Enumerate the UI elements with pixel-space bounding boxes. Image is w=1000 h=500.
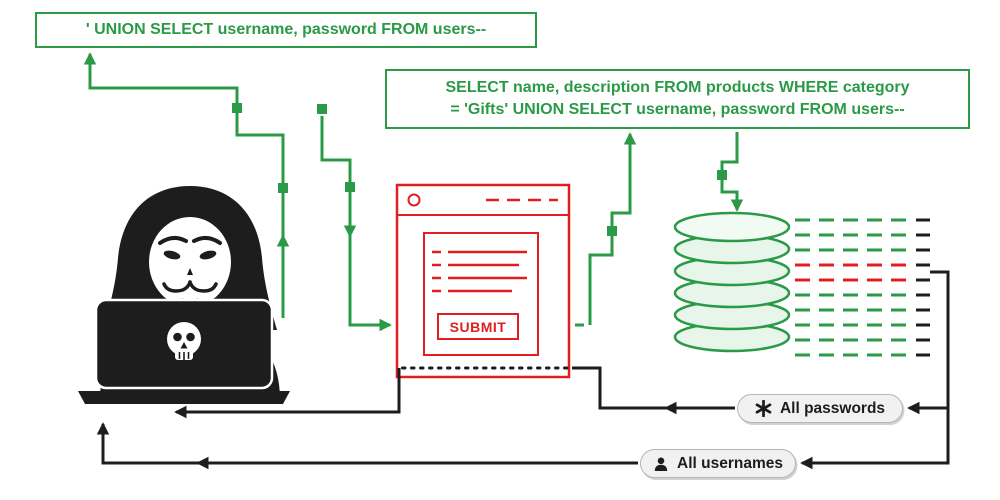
skull-icon (167, 322, 201, 360)
injected-payload-box: ' UNION SELECT username, password FROM u… (35, 12, 537, 48)
asterisk-icon (755, 400, 772, 417)
database-icon (673, 211, 791, 353)
hacker-icon (78, 186, 290, 404)
mask-left-eye (163, 250, 181, 260)
arrow-usernames-to-hacker (96, 422, 198, 465)
arrow-browser-to-hacker (174, 368, 401, 419)
node-square (345, 182, 355, 192)
all-passwords-label: All passwords (779, 399, 886, 417)
all-usernames-badge: All usernames (640, 449, 796, 478)
node-square (607, 226, 617, 236)
browser-window-illustration (395, 183, 571, 379)
skull-cranium (167, 322, 201, 356)
mask-left-brow (158, 236, 188, 245)
all-usernames-label: All usernames (677, 454, 783, 472)
browser-record-icon (407, 193, 421, 207)
arrow-db-to-usernames (800, 408, 950, 470)
all-passwords-badge: All passwords (737, 394, 903, 423)
mask-right-brow (192, 236, 222, 245)
arrow-db-to-passwords (907, 270, 950, 415)
laptop-base (78, 391, 290, 404)
server-query-line2: = 'Gifts' UNION SELECT username, passwor… (450, 101, 905, 118)
mask-mustache-left (162, 280, 192, 293)
injected-payload-text: ' UNION SELECT username, password FROM u… (85, 21, 487, 39)
arrow-payload-down (320, 116, 357, 238)
server-query-box: SELECT name, description FROM products W… (385, 69, 970, 129)
mask-right-eye (199, 250, 217, 260)
submit-label: SUBMIT (449, 318, 507, 335)
mask-mustache-right (188, 280, 218, 293)
node-square (317, 104, 327, 114)
user-icon (654, 457, 668, 471)
flow-node-squares (232, 103, 727, 236)
submit-button: SUBMIT (437, 313, 519, 340)
line-passwords-to-browser (572, 366, 666, 410)
skull-right-eye (186, 332, 195, 342)
skull-left-eye (173, 332, 182, 342)
data-return-arrows (96, 270, 950, 470)
mask-nose (187, 268, 193, 275)
form-text-lines (432, 250, 527, 293)
server-query-line1: SELECT name, description FROM products W… (445, 79, 910, 97)
stolen-credential-rows (795, 263, 910, 282)
database-records (795, 218, 930, 357)
arrow-into-form (348, 236, 392, 332)
mask-face (149, 217, 231, 307)
node-square (717, 170, 727, 180)
skull-teeth (178, 352, 190, 360)
node-square (232, 103, 242, 113)
node-square (278, 183, 288, 193)
skull-nose (180, 342, 188, 349)
